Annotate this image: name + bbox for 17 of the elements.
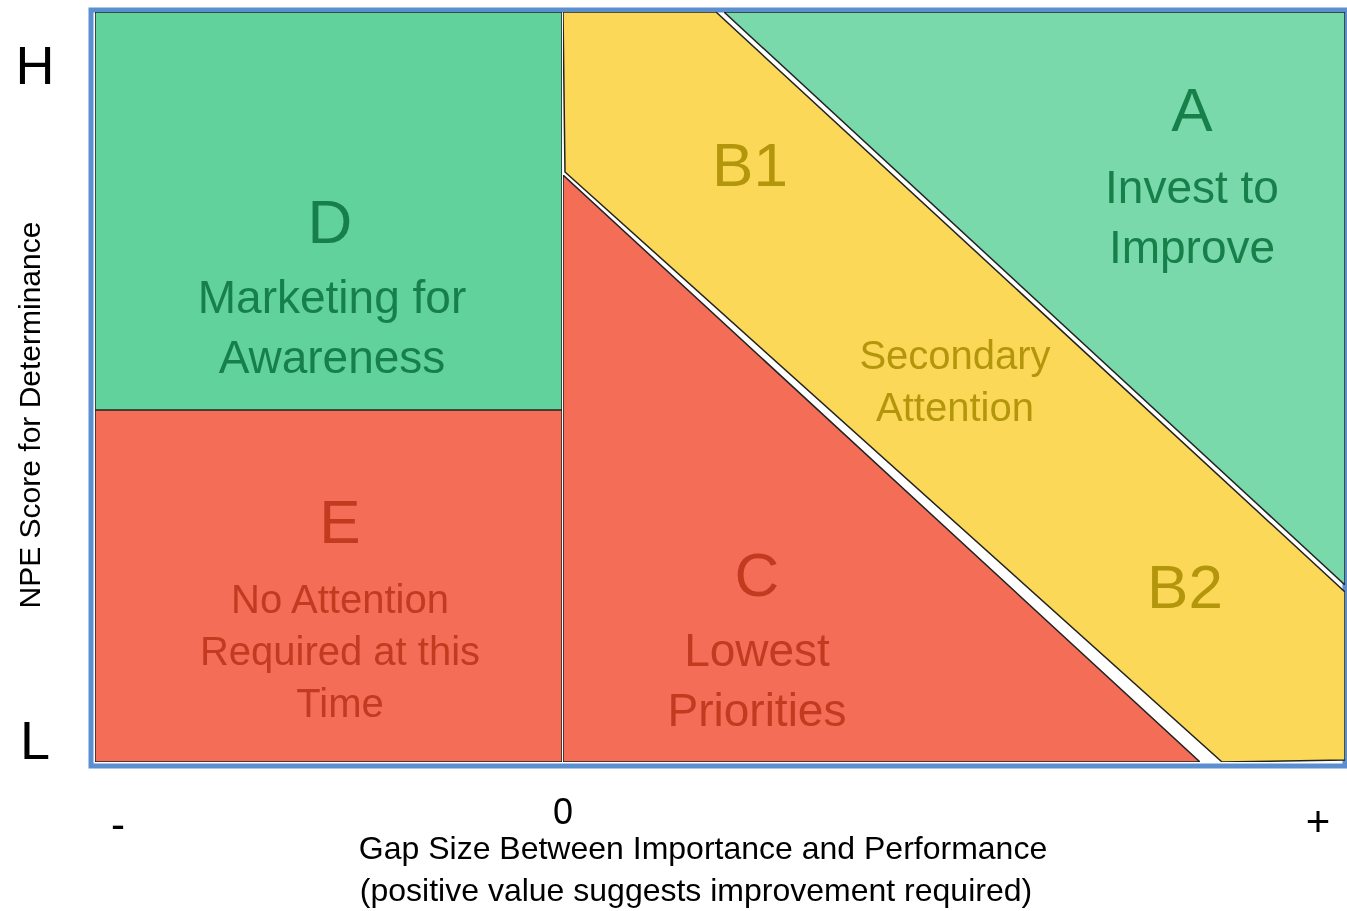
axis-tick-label: - bbox=[111, 801, 125, 849]
region-description: Lowest Priorities bbox=[666, 623, 848, 738]
region-letter: D bbox=[306, 185, 354, 258]
axis-level-label: L bbox=[20, 709, 50, 771]
region-description: Marketing for Awareness bbox=[196, 270, 468, 385]
region-description: Invest to Improve bbox=[1104, 160, 1280, 275]
region-description: Secondary Attention bbox=[858, 332, 1052, 431]
axis-title: NPE Score for Determinance bbox=[13, 221, 47, 609]
axis-note: (positive value suggests improvement required) bbox=[359, 871, 1033, 909]
axis-tick-label: + bbox=[1305, 798, 1331, 846]
region-description: No Attention Required at this Time bbox=[198, 576, 482, 727]
region-letter: B1 bbox=[711, 128, 789, 201]
region-letter: B2 bbox=[1146, 550, 1224, 623]
region-letter: A bbox=[1170, 73, 1214, 146]
region-letter: E bbox=[318, 485, 362, 558]
region-letter: C bbox=[733, 538, 781, 611]
axis-level-label: H bbox=[15, 34, 55, 96]
